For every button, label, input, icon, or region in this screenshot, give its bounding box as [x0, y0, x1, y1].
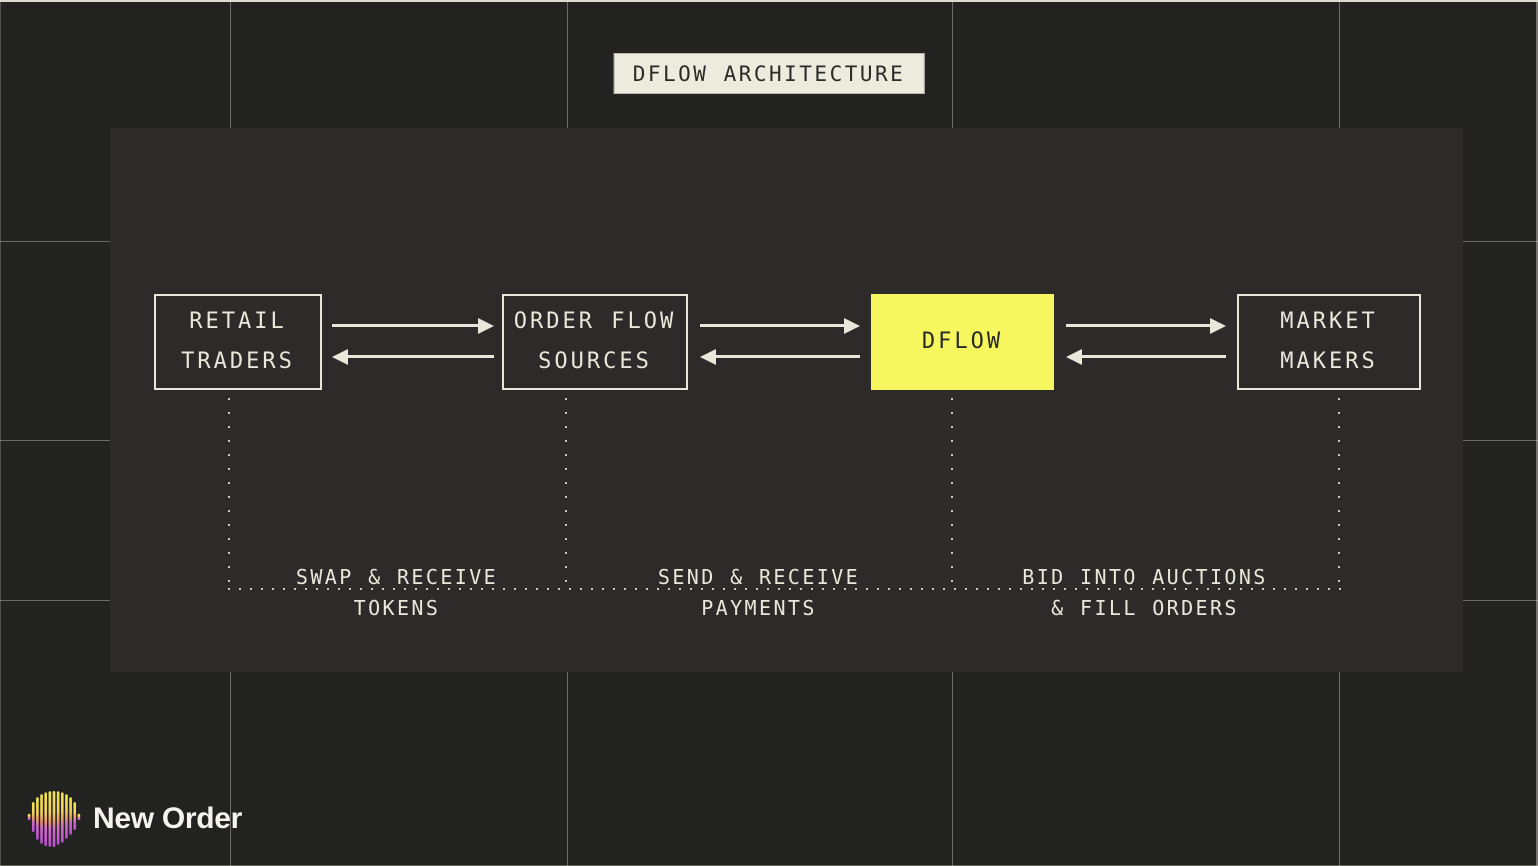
flow-label-swap-receive-tokens: SWAP & RECEIVE TOKENS	[227, 562, 567, 624]
brand-name: New Order	[93, 802, 243, 835]
flow-label-send-receive-payments: SEND & RECEIVE PAYMENTS	[589, 562, 929, 624]
dotted-connector-order-flow	[565, 398, 567, 590]
node-retail-traders: RETAIL TRADERS	[154, 294, 322, 390]
arrow-order-flow-to-retail-icon	[332, 348, 494, 365]
node-market-makers: MARKET MAKERS	[1237, 294, 1421, 390]
flow-label-line: SWAP & RECEIVE	[295, 565, 499, 589]
brand-logo: New Order	[27, 789, 242, 849]
slide-top-edge	[0, 0, 1538, 2]
striped-sphere-icon	[27, 791, 81, 847]
arrow-dflow-to-order-flow-icon	[700, 348, 860, 365]
node-order-flow-sources: ORDER FLOW SOURCES	[502, 294, 688, 390]
node-label: MAKERS	[1280, 349, 1378, 374]
dotted-baseline	[228, 588, 1341, 590]
node-label: TRADERS	[181, 349, 295, 374]
node-dflow: DFLOW	[871, 294, 1054, 390]
arrow-order-flow-to-dflow-icon	[700, 317, 860, 334]
flow-label-line: & FILL ORDERS	[1051, 596, 1239, 620]
arrow-dflow-to-market-makers-icon	[1066, 317, 1226, 334]
slide-right-edge	[1536, 0, 1538, 866]
flow-label-line: PAYMENTS	[701, 596, 817, 620]
dotted-connector-market-makers	[1338, 398, 1340, 590]
flow-label-line: SEND & RECEIVE	[657, 565, 861, 589]
slide-left-edge	[0, 0, 1, 866]
arrow-retail-to-order-flow-icon	[332, 317, 494, 334]
arrow-market-makers-to-dflow-icon	[1066, 348, 1226, 365]
diagram-panel	[110, 128, 1463, 672]
flow-label-bid-into-auctions: BID INTO AUCTIONS & FILL ORDERS	[975, 562, 1315, 624]
diagram-title: DFLOW ARCHITECTURE	[613, 53, 925, 94]
node-label: ORDER FLOW	[513, 309, 677, 334]
flow-label-line: BID INTO AUCTIONS	[1022, 565, 1268, 589]
node-label: SOURCES	[538, 349, 652, 374]
node-label: MARKET	[1280, 309, 1378, 334]
flow-label-line: TOKENS	[353, 596, 441, 620]
node-label: DFLOW	[921, 329, 1004, 354]
dotted-connector-dflow	[951, 398, 953, 590]
dotted-connector-retail-traders	[228, 398, 230, 590]
node-label: RETAIL	[189, 309, 287, 334]
